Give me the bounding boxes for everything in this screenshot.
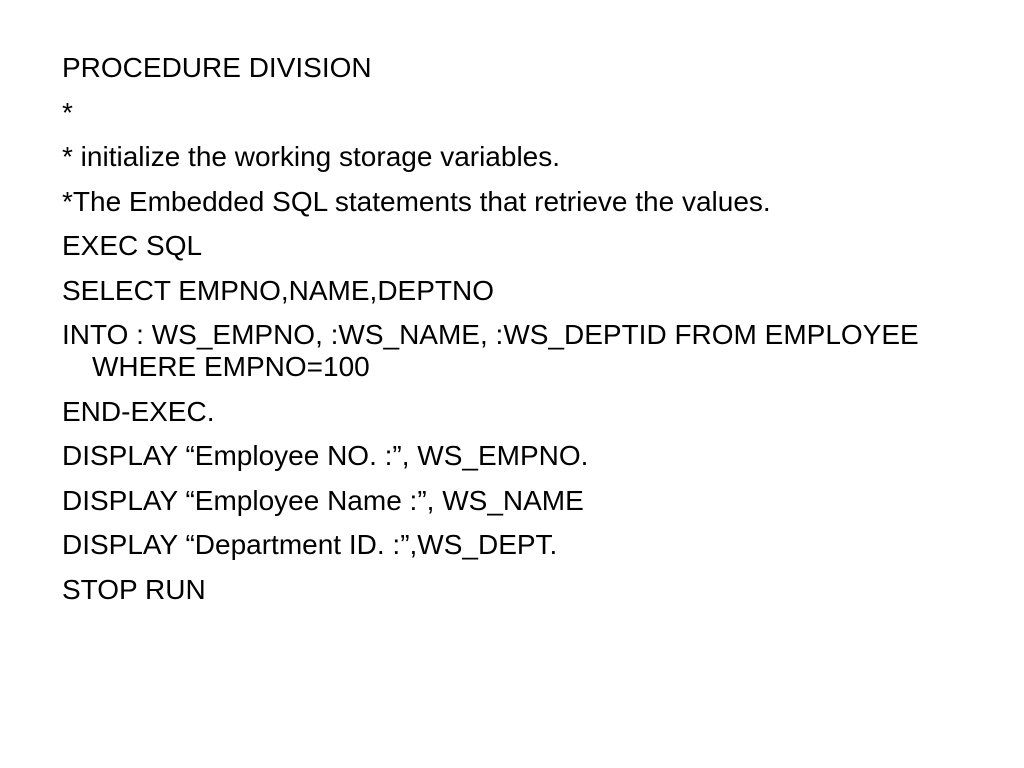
code-line-display-empno: DISPLAY “Employee NO. :”, WS_EMPNO. — [62, 440, 589, 471]
code-line-exec-sql: EXEC SQL — [62, 230, 203, 261]
code-line-comment-star: * — [62, 96, 73, 128]
code-line-into: INTO : WS_EMPNO, :WS_NAME, :WS_DEPTID FR… — [62, 319, 919, 382]
code-line-end-exec: END-EXEC. — [62, 395, 215, 427]
code-line-procedure-division: PROCEDURE DIVISION — [62, 52, 372, 83]
code-line-display-dept: DISPLAY “Department ID. :”,WS_DEPT. — [62, 529, 558, 560]
code-line-stop-run: STOP RUN — [62, 573, 206, 605]
code-line-comment-initialize: * initialize the working storage variabl… — [62, 141, 561, 172]
code-line-select: SELECT EMPNO,NAME,DEPTNO — [62, 274, 495, 306]
code-line-comment-embedded-sql: *The Embedded SQL statements that retrie… — [62, 185, 771, 217]
code-line-display-name: DISPLAY “Employee Name :”, WS_NAME — [62, 484, 584, 516]
code-listing: PROCEDURE DIVISION * * initialize the wo… — [62, 52, 962, 618]
